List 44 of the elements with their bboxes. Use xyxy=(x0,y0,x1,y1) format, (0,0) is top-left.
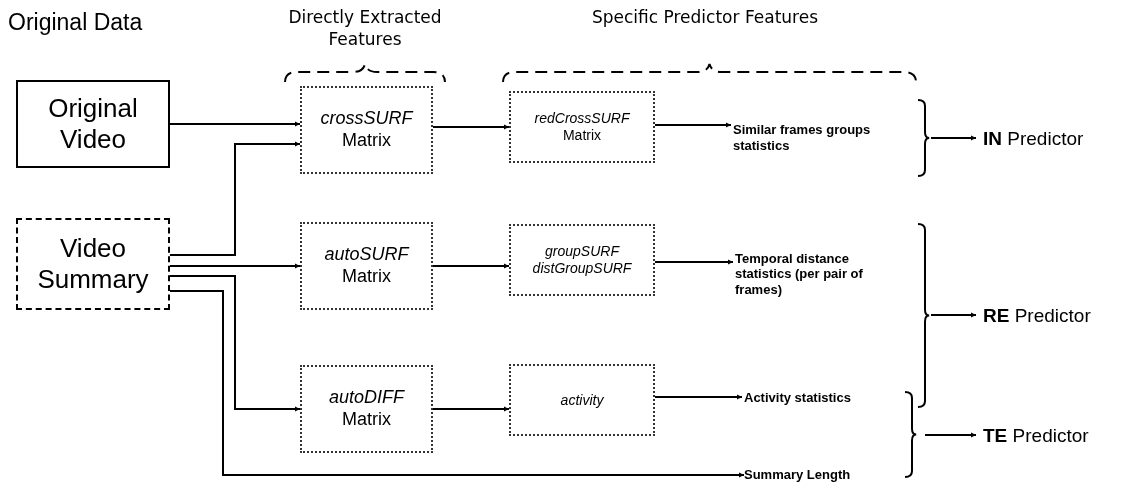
feature-name: groupSURF distGroupSURF xyxy=(531,243,633,277)
node-text: Original Video xyxy=(47,92,139,156)
node-text: Matrix xyxy=(342,266,391,288)
arrow xyxy=(930,312,977,318)
arrow xyxy=(654,394,743,400)
node-text: Matrix xyxy=(342,409,391,431)
feature-box xyxy=(509,224,655,296)
feature-label: Temporal distance statistics (per pair of frames) xyxy=(735,250,864,298)
feature-label: Similar frames groups statistics xyxy=(733,122,872,154)
arrow xyxy=(432,263,510,269)
feature-label: Summary Length xyxy=(744,467,851,483)
arrow xyxy=(654,122,732,128)
group-heading: Specific Predictor Features xyxy=(591,6,819,28)
arrow xyxy=(930,135,977,141)
source-box xyxy=(16,80,170,168)
arrow xyxy=(924,432,977,438)
feature-box xyxy=(300,365,433,453)
arrow xyxy=(169,141,301,256)
arrow xyxy=(169,263,301,269)
feature-box xyxy=(300,86,433,174)
feature-name: crossSURF xyxy=(320,108,413,130)
title: Original Data xyxy=(8,8,143,36)
feature-name: activity xyxy=(560,391,604,409)
feature-label: Activity statistics xyxy=(744,390,851,406)
feature-box xyxy=(300,222,433,310)
node-text: Matrix xyxy=(562,127,602,144)
arrow xyxy=(169,275,301,412)
predictor-label: TE Predictor xyxy=(983,424,1089,448)
feature-box xyxy=(509,364,655,436)
predictor-label: RE Predictor xyxy=(983,304,1091,328)
source-box xyxy=(16,218,170,310)
feature-box xyxy=(509,91,655,163)
node-text: Matrix xyxy=(342,130,391,152)
arrow xyxy=(654,259,734,265)
feature-name: autoDIFF xyxy=(329,387,404,409)
feature-name: autoSURF xyxy=(324,244,409,266)
arrow xyxy=(432,124,510,130)
group-heading: Directly Extracted Features xyxy=(287,6,443,50)
arrow xyxy=(169,121,301,127)
arrow xyxy=(432,406,510,412)
node-text: Video Summary xyxy=(36,232,150,296)
feature-name: redCrossSURF xyxy=(534,110,630,127)
arrow xyxy=(169,290,745,478)
predictor-label: IN Predictor xyxy=(983,127,1084,151)
